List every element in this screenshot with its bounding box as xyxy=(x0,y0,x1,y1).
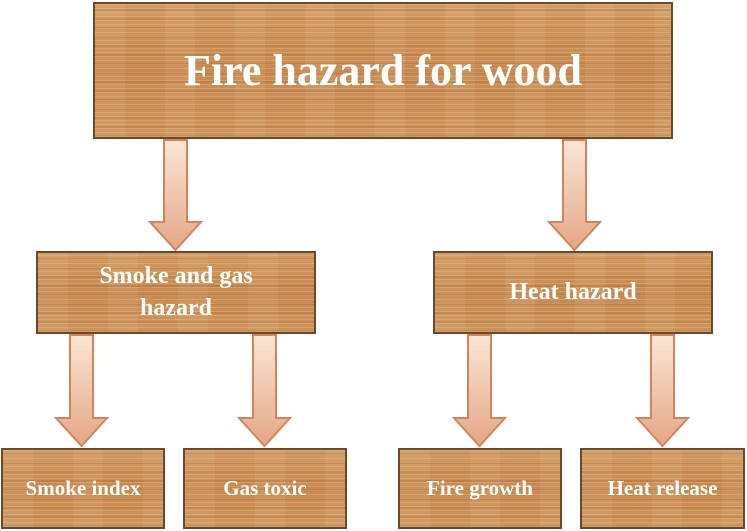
root-node: Fire hazard for wood xyxy=(93,2,673,139)
arrow-heat-to-heat-release xyxy=(634,334,691,448)
leaf-node-label: Smoke index xyxy=(25,475,141,500)
arrow-smoke-gas-to-gas-toxic xyxy=(236,334,293,448)
arrow-heat-to-fire-growth xyxy=(451,334,508,448)
leaf-node-fire-growth: Fire growth xyxy=(398,448,562,529)
root-node-label: Fire hazard for wood xyxy=(184,45,582,95)
leaf-node-heat-release: Heat release xyxy=(580,448,745,529)
leaf-node-gas-toxic: Gas toxic xyxy=(183,448,347,529)
leaf-node-label: Gas toxic xyxy=(223,475,307,500)
branch-node-smoke-gas: Smoke and gas hazard xyxy=(36,251,316,334)
leaf-node-label: Heat release xyxy=(607,475,718,500)
branch-node-label: Smoke and gas hazard xyxy=(99,263,253,321)
arrow-root-to-heat xyxy=(546,139,603,252)
leaf-node-label: Fire growth xyxy=(427,475,533,500)
arrow-root-to-smoke-gas xyxy=(147,139,204,252)
arrow-smoke-gas-to-smoke-index xyxy=(53,334,110,448)
branch-node-heat: Heat hazard xyxy=(433,251,713,334)
branch-node-label: Heat hazard xyxy=(509,278,637,305)
leaf-node-smoke-index: Smoke index xyxy=(1,448,165,529)
